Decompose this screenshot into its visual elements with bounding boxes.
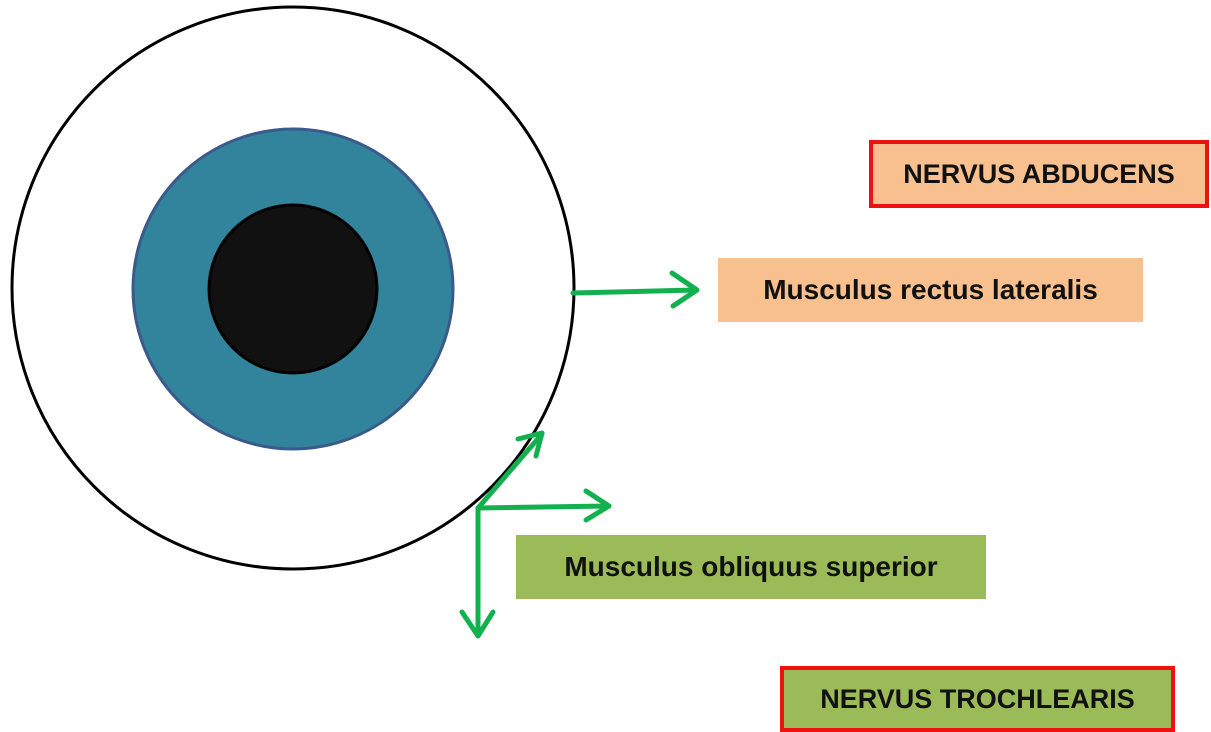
label-nervus-trochlearis-text: NERVUS TROCHLEARIS <box>820 684 1135 715</box>
arrow-obliquus-vertical <box>462 508 493 636</box>
label-musculus-obliquus-superior-text: Musculus obliquus superior <box>564 551 937 583</box>
pupil <box>209 205 377 373</box>
label-musculus-rectus-lateralis: Musculus rectus lateralis <box>718 258 1143 322</box>
label-nervus-abducens: NERVUS ABDUCENS <box>869 140 1209 208</box>
label-nervus-abducens-text: NERVUS ABDUCENS <box>903 159 1175 190</box>
label-musculus-rectus-lateralis-text: Musculus rectus lateralis <box>763 274 1098 306</box>
label-nervus-trochlearis: NERVUS TROCHLEARIS <box>780 666 1175 732</box>
arrow-rectus-lateralis <box>573 273 697 306</box>
arrow-obliquus-horizontal <box>478 491 609 520</box>
label-musculus-obliquus-superior: Musculus obliquus superior <box>516 535 986 599</box>
